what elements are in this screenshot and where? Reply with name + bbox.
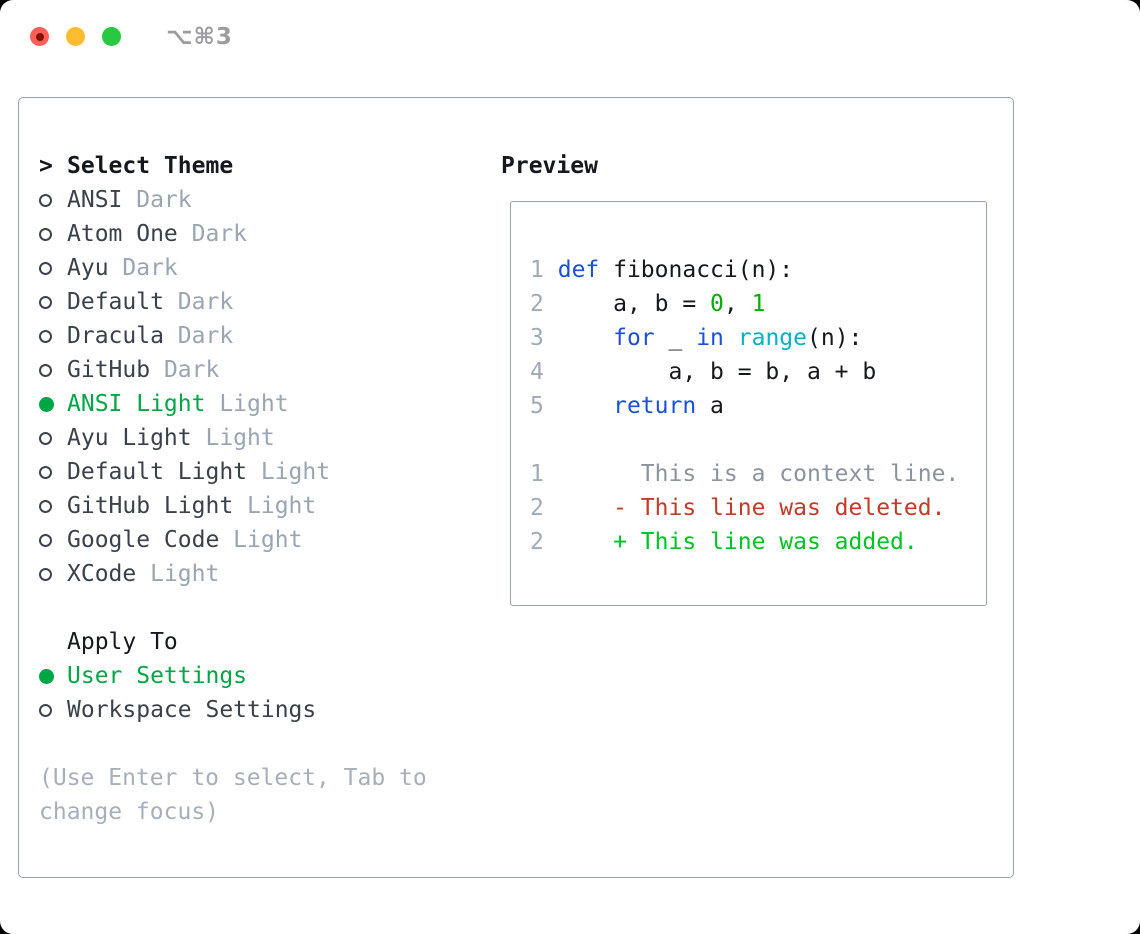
theme-name: ANSI Light: [67, 391, 206, 417]
theme-option-github-light[interactable]: GitHub Light Light: [39, 489, 427, 523]
spacer: [39, 591, 427, 625]
apply-option-label: Workspace Settings: [67, 697, 317, 723]
theme-variant-label: Light: [233, 493, 317, 519]
theme-option-atom-one[interactable]: Atom One Dark: [39, 217, 427, 251]
theme-variant-label: Light: [247, 459, 331, 485]
theme-name: XCode: [67, 561, 137, 587]
code-line: 5 return a: [530, 393, 724, 419]
code-line: 2 a, b = 0, 1: [530, 291, 766, 317]
diff-line-context: 1 This is a context line.: [530, 461, 960, 487]
hint-text: (Use Enter to select, Tab to change focus…: [39, 761, 427, 829]
theme-option-ayu[interactable]: Ayu Dark: [39, 251, 427, 285]
apply-option-workspace-settings[interactable]: Workspace Settings: [39, 693, 427, 727]
radio-icon: [39, 703, 52, 717]
theme-name: Dracula: [67, 323, 164, 349]
preview-title: Preview: [501, 153, 598, 179]
code-line: 1 def fibonacci(n):: [530, 257, 794, 283]
theme-option-xcode[interactable]: XCode Light: [39, 557, 427, 591]
theme-name: Atom One: [67, 221, 178, 247]
apply-option-user-settings[interactable]: User Settings: [39, 659, 427, 693]
apply-to-title: Apply To: [67, 629, 178, 655]
theme-variant-label: Light: [205, 391, 289, 417]
hint-line: (Use Enter to select, Tab to: [39, 765, 427, 791]
theme-option-default-light[interactable]: Default Light Light: [39, 455, 427, 489]
theme-variant-label: Dark: [122, 187, 192, 213]
preview-code: 1 def fibonacci(n): 2 a, b = 0, 1 3 for _ …: [530, 253, 959, 559]
theme-option-dracula[interactable]: Dracula Dark: [39, 319, 427, 353]
radio-icon: [39, 193, 52, 207]
theme-variant-label: Light: [136, 561, 220, 587]
code-line: 3 for _ in range(n):: [530, 325, 863, 351]
radio-icon: [39, 295, 52, 309]
prompt-icon: >: [39, 153, 53, 179]
preview-panel: 1 def fibonacci(n): 2 a, b = 0, 1 3 for _ …: [510, 201, 987, 606]
radio-icon: [39, 431, 52, 445]
theme-name: GitHub Light: [67, 493, 234, 519]
radio-selected-icon: [39, 668, 54, 684]
theme-variant-label: Dark: [163, 323, 234, 349]
spacer: [39, 727, 427, 761]
blank-line: [530, 423, 959, 457]
theme-option-google-code[interactable]: Google Code Light: [39, 523, 427, 557]
radio-icon: [39, 227, 52, 241]
radio-icon: [39, 499, 52, 513]
select-theme-title: Select Theme: [67, 153, 234, 179]
theme-option-ansi-light[interactable]: ANSI Light Light: [39, 387, 427, 421]
theme-option-default[interactable]: Default Dark: [39, 285, 427, 319]
radio-icon: [39, 329, 52, 343]
theme-variant-label: Light: [219, 527, 303, 553]
theme-name: GitHub: [67, 357, 151, 383]
radio-selected-icon: [39, 396, 54, 412]
diff-line-deleted: 2 - This line was deleted.: [530, 495, 946, 521]
theme-name: Default Light: [67, 459, 248, 485]
theme-option-ayu-light[interactable]: Ayu Light Light: [39, 421, 427, 455]
theme-option-ansi[interactable]: ANSI Dark: [39, 183, 427, 217]
hint-line: change focus): [39, 799, 220, 825]
radio-icon: [39, 261, 52, 275]
close-button[interactable]: [30, 27, 49, 46]
radio-icon: [39, 465, 52, 479]
diff-line-added: 2 + This line was added.: [530, 529, 918, 555]
theme-variant-label: Light: [191, 425, 275, 451]
code-line: 4 a, b = b, a + b: [530, 359, 877, 385]
theme-name: ANSI: [67, 187, 123, 213]
apply-to-header: Apply To: [39, 625, 427, 659]
radio-icon: [39, 567, 52, 581]
window-title: ⌥⌘3: [166, 24, 233, 50]
maximize-button[interactable]: [102, 27, 121, 46]
theme-option-github[interactable]: GitHub Dark: [39, 353, 427, 387]
theme-name: Default: [67, 289, 164, 315]
minimize-button[interactable]: [66, 27, 85, 46]
titlebar: ⌥⌘3: [0, 0, 1140, 75]
theme-variant-label: Dark: [108, 255, 178, 281]
radio-icon: [39, 533, 52, 547]
theme-name: Google Code: [67, 527, 220, 553]
theme-name: Ayu Light: [67, 425, 192, 451]
select-theme-header: > Select Theme: [39, 149, 427, 183]
apply-option-label: User Settings: [67, 663, 248, 689]
theme-variant-label: Dark: [177, 221, 248, 247]
theme-variant-label: Dark: [163, 289, 234, 315]
radio-icon: [39, 363, 52, 377]
theme-name: Ayu: [67, 255, 109, 281]
theme-variant-label: Dark: [150, 357, 220, 383]
